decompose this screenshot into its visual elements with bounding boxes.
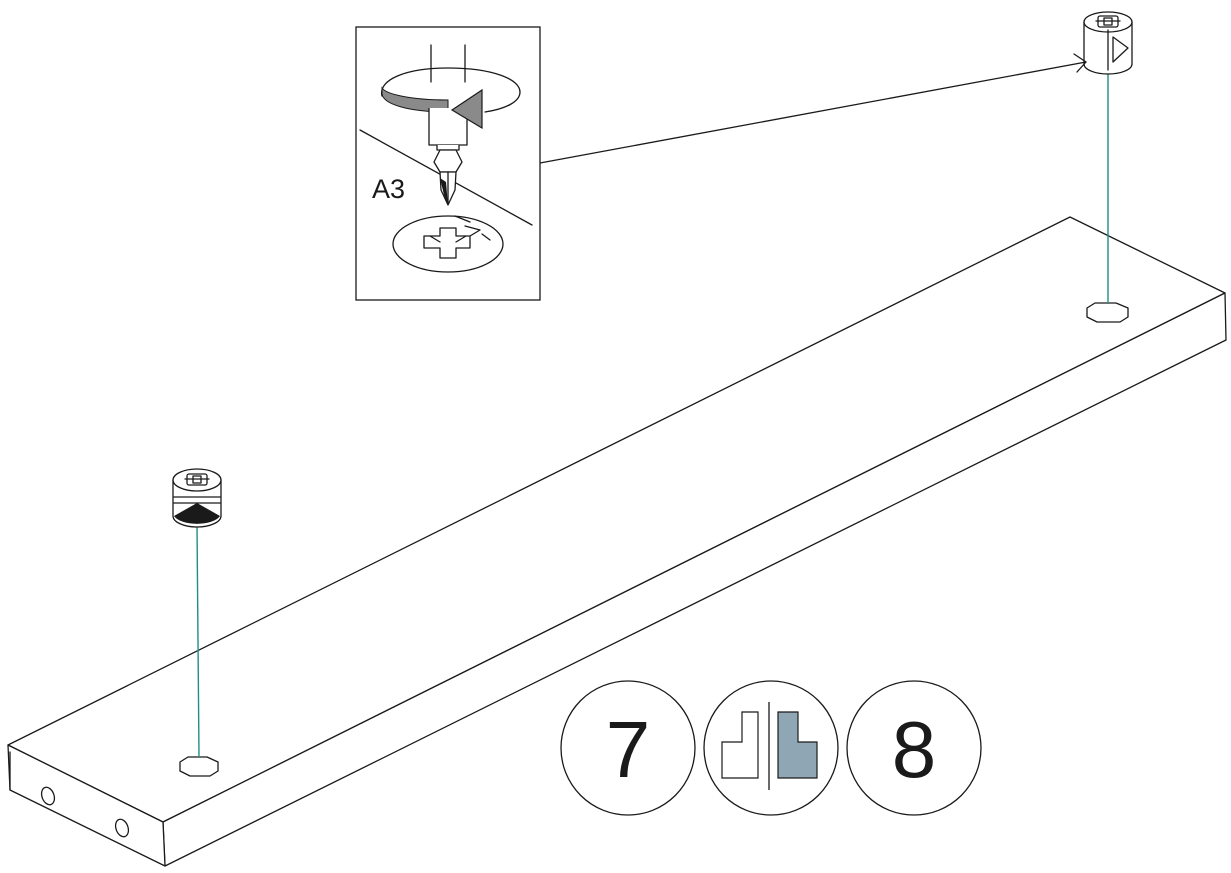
cam-lock-nut-icon <box>172 468 222 528</box>
guide-line-left <box>196 524 200 758</box>
step-next-circle <box>846 680 982 816</box>
cam-hole <box>1086 302 1129 323</box>
tool-label: A3 <box>372 174 405 204</box>
phillips-screw-head-icon <box>392 215 504 273</box>
step-next-number: 8 <box>892 705 937 794</box>
panel-orientation-icon <box>721 702 818 790</box>
tool-detail-box: A3 <box>355 26 541 301</box>
wooden-board <box>7 216 1227 867</box>
end-hole <box>114 818 130 838</box>
step-indicator: 7 8 <box>560 680 982 816</box>
cam-lock-nut-icon <box>1083 11 1133 75</box>
rotate-arrowhead <box>450 88 483 130</box>
screwdriver-icon <box>428 44 468 206</box>
step-current-number: 7 <box>606 705 651 794</box>
step-current-circle <box>560 680 696 816</box>
cam-hole <box>179 756 219 777</box>
leader-arrow <box>539 53 1087 164</box>
end-hole <box>40 786 56 806</box>
rotate-arrow-icon <box>381 67 521 113</box>
panel-orientation-circle <box>703 680 839 816</box>
